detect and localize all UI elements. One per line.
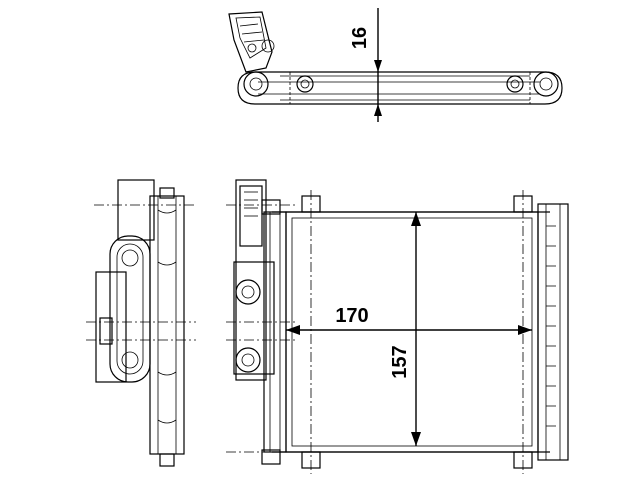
side-view xyxy=(86,179,196,467)
dimension-height: 157 xyxy=(389,212,421,446)
dimension-width: 170 xyxy=(286,305,532,335)
top-connector xyxy=(228,11,275,73)
dimension-height-label: 157 xyxy=(389,345,411,378)
right-tank-fins xyxy=(546,225,556,427)
top-bar xyxy=(237,71,563,105)
dimension-thickness-label: 16 xyxy=(349,27,371,49)
top-view: 16 xyxy=(228,8,563,122)
front-right-tank xyxy=(537,203,569,461)
mounting-bosses xyxy=(301,190,533,474)
dimension-width-label: 170 xyxy=(335,305,368,327)
dimension-thickness: 16 xyxy=(349,8,382,122)
front-view: 170 157 xyxy=(226,179,569,474)
front-core xyxy=(272,211,550,453)
